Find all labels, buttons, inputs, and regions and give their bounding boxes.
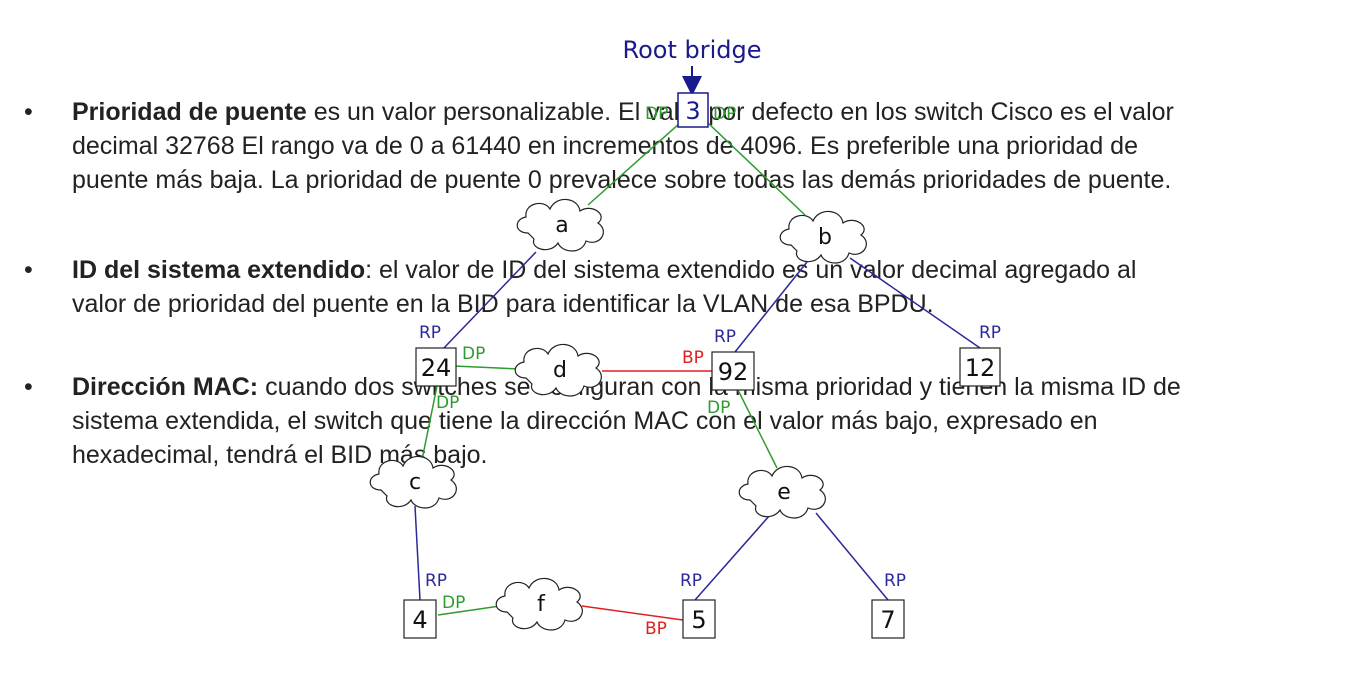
link-24-d — [453, 365, 521, 370]
switch: 7 — [871, 599, 905, 639]
root-bridge-label: Root bridge — [622, 36, 761, 64]
link-c-4 — [414, 505, 421, 601]
port-label-dp: DP — [707, 398, 730, 418]
link-b-12 — [849, 257, 981, 349]
switch: 4 — [403, 599, 437, 639]
stp-topology-diagram: Root bridge a b — [340, 30, 1008, 650]
link-f-5 — [581, 605, 684, 621]
svg-text:3: 3 — [685, 97, 700, 125]
link-3-a — [587, 122, 681, 206]
switch: 92 — [711, 351, 755, 391]
bullet-text: valor de prioridad del puente en la BID … — [72, 290, 934, 318]
bullet-text: : el valor de ID del sistema extendido e… — [365, 256, 1137, 284]
bullet-bridge-priority: • Prioridad de puente es un valor person… — [24, 95, 1174, 197]
segment-label: d — [553, 358, 567, 383]
svg-text:24: 24 — [421, 354, 452, 382]
bullet-text: decimal 32768 El rango va de 0 a 61440 e… — [72, 132, 1138, 160]
switch: 24 — [415, 347, 457, 387]
switch: 12 — [959, 347, 1001, 387]
bullet-term: ID del sistema extendido — [72, 256, 366, 284]
port-label-dp: DP — [436, 393, 459, 413]
svg-text:92: 92 — [718, 358, 749, 386]
port-label-rp: RP — [714, 327, 736, 347]
link-e-5 — [694, 514, 771, 601]
link-a-24 — [441, 251, 537, 351]
links — [414, 122, 981, 621]
port-labels: DP DP RP DP DP RP BP DP RP RP DP RP BP R… — [419, 104, 1001, 639]
segment-label: e — [777, 480, 791, 505]
port-label-rp: RP — [425, 571, 447, 591]
segment-c: c — [369, 455, 457, 509]
bullet-term: Dirección MAC: — [72, 373, 259, 401]
port-label-bp: BP — [682, 348, 704, 368]
port-label-bp: BP — [645, 619, 667, 639]
stp-topology-svg: Root bridge a b — [369, 36, 1001, 639]
segment-a: a — [516, 198, 604, 252]
port-label-dp: DP — [713, 104, 736, 124]
link-3-b — [707, 122, 806, 216]
svg-text:4: 4 — [412, 606, 427, 634]
svg-text:7: 7 — [880, 606, 895, 634]
link-4-f — [437, 605, 501, 616]
link-92-e — [737, 389, 778, 469]
bullet-marker: • — [24, 98, 33, 126]
bullet-marker: • — [24, 256, 33, 284]
segment-b: b — [779, 210, 867, 264]
bullet-text: puente más baja. La prioridad de puente … — [72, 166, 1172, 194]
segment-f: f — [495, 577, 583, 631]
bullet-marker: • — [24, 373, 33, 401]
svg-text:12: 12 — [965, 354, 996, 382]
port-label-rp: RP — [419, 323, 441, 343]
link-24-c — [421, 385, 438, 461]
port-label-rp: RP — [884, 571, 906, 591]
port-label-dp: DP — [645, 104, 668, 124]
segment-label: a — [555, 213, 568, 238]
bullet-extended-system-id: • ID del sistema extendido: el valor de … — [24, 253, 1137, 321]
switch-root: 3 — [677, 92, 709, 128]
bullet-term: Prioridad de puente — [72, 98, 307, 126]
segment-e: e — [738, 465, 826, 519]
link-b-92 — [734, 261, 808, 353]
svg-text:5: 5 — [691, 606, 706, 634]
segment-d: d — [514, 343, 602, 397]
port-label-rp: RP — [680, 571, 702, 591]
port-label-dp: DP — [442, 593, 465, 613]
switch: 5 — [682, 599, 716, 639]
bullet-text: sistema extendida, el switch que tiene l… — [72, 407, 1098, 435]
bullet-text: es un valor personalizable. El valor por… — [306, 98, 1174, 126]
port-label-dp: DP — [462, 344, 485, 364]
segment-label: b — [818, 225, 832, 250]
port-label-rp: RP — [979, 323, 1001, 343]
segment-label: c — [409, 470, 421, 495]
link-e-7 — [815, 512, 889, 601]
segment-label: f — [537, 592, 546, 617]
